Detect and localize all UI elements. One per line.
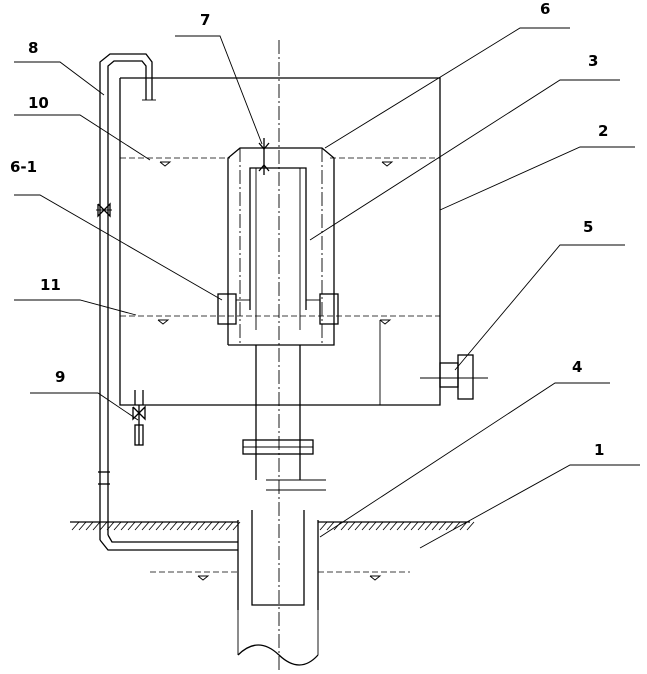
ground-hatch — [410, 521, 419, 531]
ground-hatch — [368, 521, 377, 531]
ground-hatch — [127, 521, 136, 531]
outlet-flange — [420, 354, 488, 400]
label-11: 11 — [40, 276, 61, 294]
ground-surface — [70, 521, 475, 531]
ground-hatch — [396, 521, 405, 531]
ground-hatch — [176, 521, 185, 531]
label-9: 9 — [55, 368, 65, 386]
gap-marker — [258, 138, 270, 175]
leader-lines — [14, 27, 640, 549]
ground-hatch — [326, 521, 335, 531]
ground-hatch — [445, 521, 454, 531]
label-3: 3 — [588, 52, 598, 70]
well-casing — [237, 510, 319, 666]
vertical-pipe — [242, 345, 326, 491]
bell-cover — [227, 147, 335, 346]
ground-hatch — [183, 521, 192, 531]
ground-hatch — [148, 521, 157, 531]
ground-hatch — [459, 521, 468, 531]
ground-hatch — [354, 521, 363, 531]
ground-hatch — [120, 521, 129, 531]
label-5: 5 — [583, 218, 593, 236]
ground-hatch — [466, 521, 475, 531]
ground-hatch — [389, 521, 398, 531]
ground-hatch — [347, 521, 356, 531]
ground-hatch — [155, 521, 164, 531]
ground-hatch — [232, 521, 241, 531]
ground-hatch — [424, 521, 433, 531]
ground-hatch — [319, 521, 328, 531]
tank — [119, 77, 441, 406]
ground-hatch — [141, 521, 150, 531]
ground-hatch — [169, 521, 178, 531]
ground-hatch — [417, 521, 426, 531]
ground-hatch — [340, 521, 349, 531]
ground-hatch — [162, 521, 171, 531]
ground-hatch — [99, 521, 108, 531]
ground-hatch — [438, 521, 447, 531]
ground-hatch — [431, 521, 440, 531]
label-10: 10 — [28, 94, 49, 112]
bell-side-lugs — [217, 293, 339, 325]
ground-hatch — [218, 521, 227, 531]
ground-hatch — [382, 521, 391, 531]
ground-hatch — [71, 521, 80, 531]
ground-hatch — [375, 521, 384, 531]
ground-hatch — [134, 521, 143, 531]
label-6: 6 — [540, 0, 550, 18]
ground-hatch — [204, 521, 213, 531]
siphon-pipe — [99, 53, 238, 551]
siphon-joint-icon — [98, 471, 110, 485]
ground-hatch — [113, 521, 122, 531]
ground-hatch — [211, 521, 220, 531]
label-6-1: 6-1 — [10, 158, 37, 176]
label-8: 8 — [28, 39, 38, 57]
ground-hatch — [197, 521, 206, 531]
ground-hatch — [361, 521, 370, 531]
inner-tube — [249, 167, 307, 330]
ground-hatch — [190, 521, 199, 531]
ground-hatch — [225, 521, 234, 531]
ground-hatch — [85, 521, 94, 531]
groundwater-level — [150, 571, 410, 581]
label-7: 7 — [200, 11, 210, 29]
label-2: 2 — [598, 122, 608, 140]
water-level-lower — [120, 315, 440, 325]
ground-hatch — [403, 521, 412, 531]
label-4: 4 — [572, 358, 582, 376]
ground-hatch — [92, 521, 101, 531]
ground-hatch — [78, 521, 87, 531]
water-level-upper — [120, 157, 440, 167]
label-1: 1 — [594, 441, 604, 459]
siphon-valve-icon — [96, 202, 112, 218]
drain-valve-icon — [132, 390, 146, 446]
